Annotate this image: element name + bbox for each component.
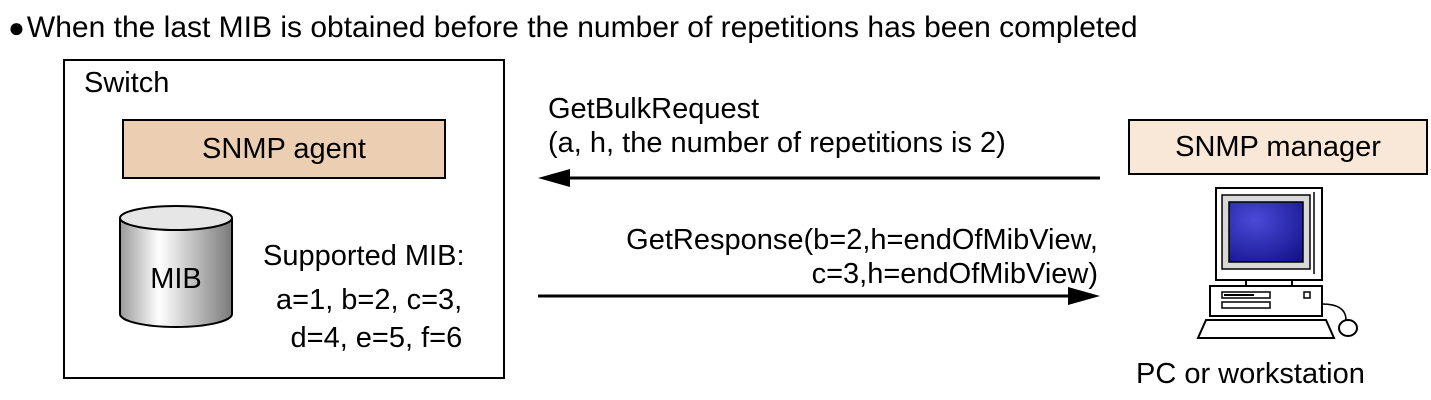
- supported-mib-title: Supported MIB:: [263, 240, 465, 272]
- request-text: GetBulkRequest (a, h, the number of repe…: [548, 92, 1006, 160]
- request-line-1: GetBulkRequest: [548, 93, 760, 125]
- snmp-manager-label: SNMP manager: [1175, 130, 1381, 163]
- heading-text: When the last MIB is obtained before the…: [26, 11, 1138, 44]
- pc-workstation-icon: [1196, 187, 1358, 339]
- snmp-agent-box: SNMP agent: [122, 119, 446, 179]
- switch-box: [63, 59, 505, 379]
- bullet-icon: ●: [8, 12, 25, 43]
- response-line-1: GetResponse(b=2,h=endOfMibView,: [626, 224, 1098, 256]
- request-line-2: (a, h, the number of repetitions is 2): [548, 127, 1006, 159]
- supported-mib-values: a=1, b=2, c=3, d=4, e=5, f=6: [276, 281, 462, 357]
- supported-mib-line-2: d=4, e=5, f=6: [290, 322, 463, 354]
- mib-cylinder-icon: [119, 205, 233, 328]
- request-arrow: [538, 169, 1100, 187]
- supported-mib-line-1: a=1, b=2, c=3,: [276, 284, 463, 316]
- mib-label: MIB: [150, 263, 202, 295]
- response-text: GetResponse(b=2,h=endOfMibView, c=3,h=en…: [560, 223, 1098, 291]
- response-line-2: c=3,h=endOfMibView): [811, 258, 1098, 290]
- snmp-agent-label: SNMP agent: [202, 132, 366, 165]
- response-arrow: [538, 287, 1100, 305]
- pc-workstation-label: PC or workstation: [1136, 358, 1365, 390]
- switch-label: Switch: [84, 67, 170, 99]
- snmp-manager-box: SNMP manager: [1128, 119, 1428, 175]
- diagram-heading: ●When the last MIB is obtained before th…: [8, 8, 1138, 48]
